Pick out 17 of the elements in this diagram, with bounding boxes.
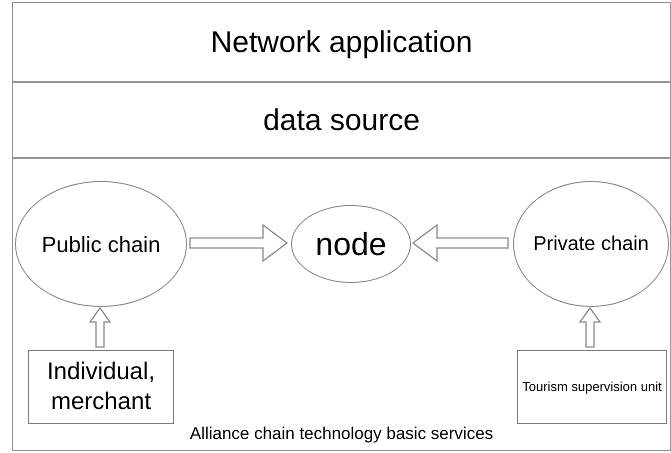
node-label: Tourism supervision unit — [522, 378, 662, 396]
node-label: Individual, merchant — [46, 357, 156, 417]
node-label: data source — [263, 102, 420, 138]
hollow-arrow — [189, 224, 288, 262]
node-label: Network application — [210, 24, 472, 60]
node-label: Public chain — [42, 230, 160, 258]
hollow-arrow — [412, 224, 509, 262]
entity-box — [28, 350, 174, 424]
hollow-arrow — [578, 306, 602, 348]
layer-band — [12, 82, 671, 158]
layer-band — [12, 158, 671, 451]
node-label: Private chain — [533, 232, 649, 257]
hollow-arrow — [88, 306, 112, 348]
layer-band — [12, 2, 671, 82]
node-label: Alliance chain technology basic services — [190, 422, 494, 444]
node-label: node — [315, 225, 387, 264]
entity-box — [517, 350, 667, 424]
